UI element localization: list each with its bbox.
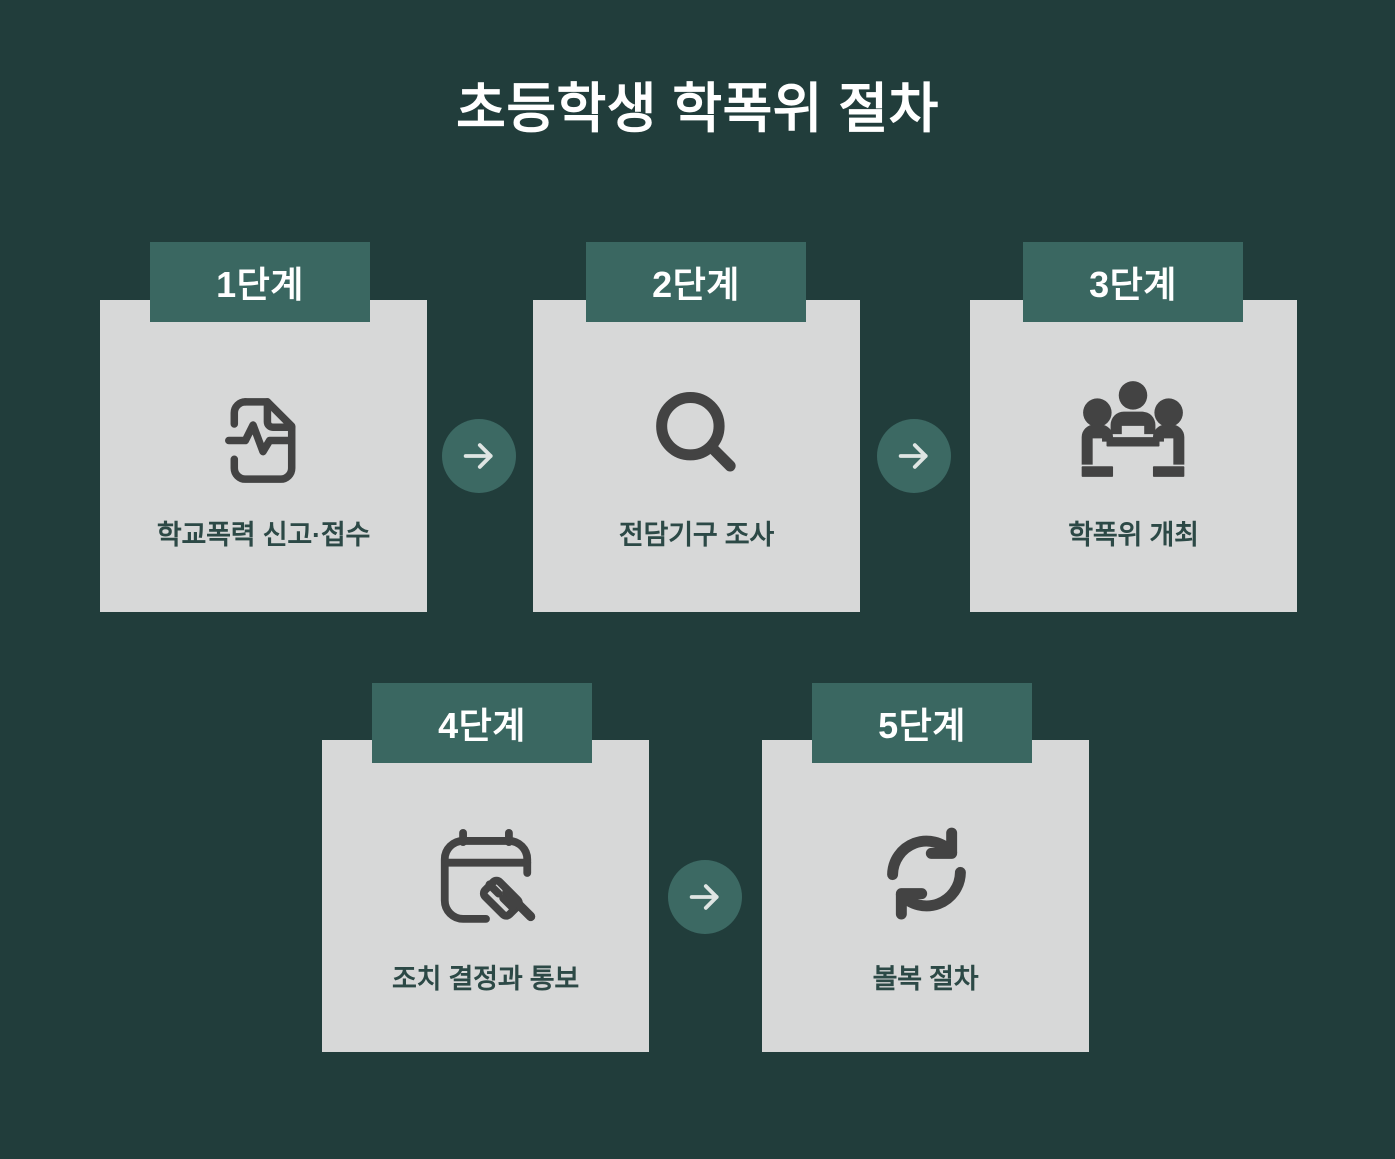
arrow-right-icon xyxy=(894,436,934,476)
arrow-1-to-2 xyxy=(442,419,516,493)
step-card-3 xyxy=(970,300,1297,612)
step-card-1 xyxy=(100,300,427,612)
step-badge-label-5: 5단계 xyxy=(878,705,966,746)
step-badge-label-3: 3단계 xyxy=(1089,264,1177,305)
step-label-5: 볼복 절차 xyxy=(872,964,979,994)
calendar-gavel-icon xyxy=(426,813,546,933)
step-label-1: 학교폭력 신고·접수 xyxy=(156,520,371,550)
step-label-2: 전담기구 조사 xyxy=(618,520,775,550)
step-badge-label-1: 1단계 xyxy=(216,264,304,305)
step-badge-5: 5단계 xyxy=(812,683,1032,763)
step-label-3: 학폭위 개최 xyxy=(1068,520,1199,550)
page-title: 초등학생 학폭위 절차 xyxy=(456,79,939,139)
step-badge-label-2: 2단계 xyxy=(652,264,740,305)
arrow-right-icon xyxy=(459,436,499,476)
step-badge-4: 4단계 xyxy=(372,683,592,763)
step-badge-3: 3단계 xyxy=(1023,242,1243,322)
arrow-right-icon xyxy=(685,877,725,917)
arrow-4-to-5 xyxy=(668,860,742,934)
step-badge-1: 1단계 xyxy=(150,242,370,322)
arrow-2-to-3 xyxy=(877,419,951,493)
committee-meeting-icon xyxy=(1073,370,1193,490)
document-pulse-icon xyxy=(203,375,323,495)
step-badge-2: 2단계 xyxy=(586,242,806,322)
step-badge-label-4: 4단계 xyxy=(438,705,526,746)
magnifying-glass-icon xyxy=(637,375,757,495)
refresh-cycle-icon xyxy=(866,813,986,933)
step-label-4: 조치 결정과 통보 xyxy=(391,964,580,994)
